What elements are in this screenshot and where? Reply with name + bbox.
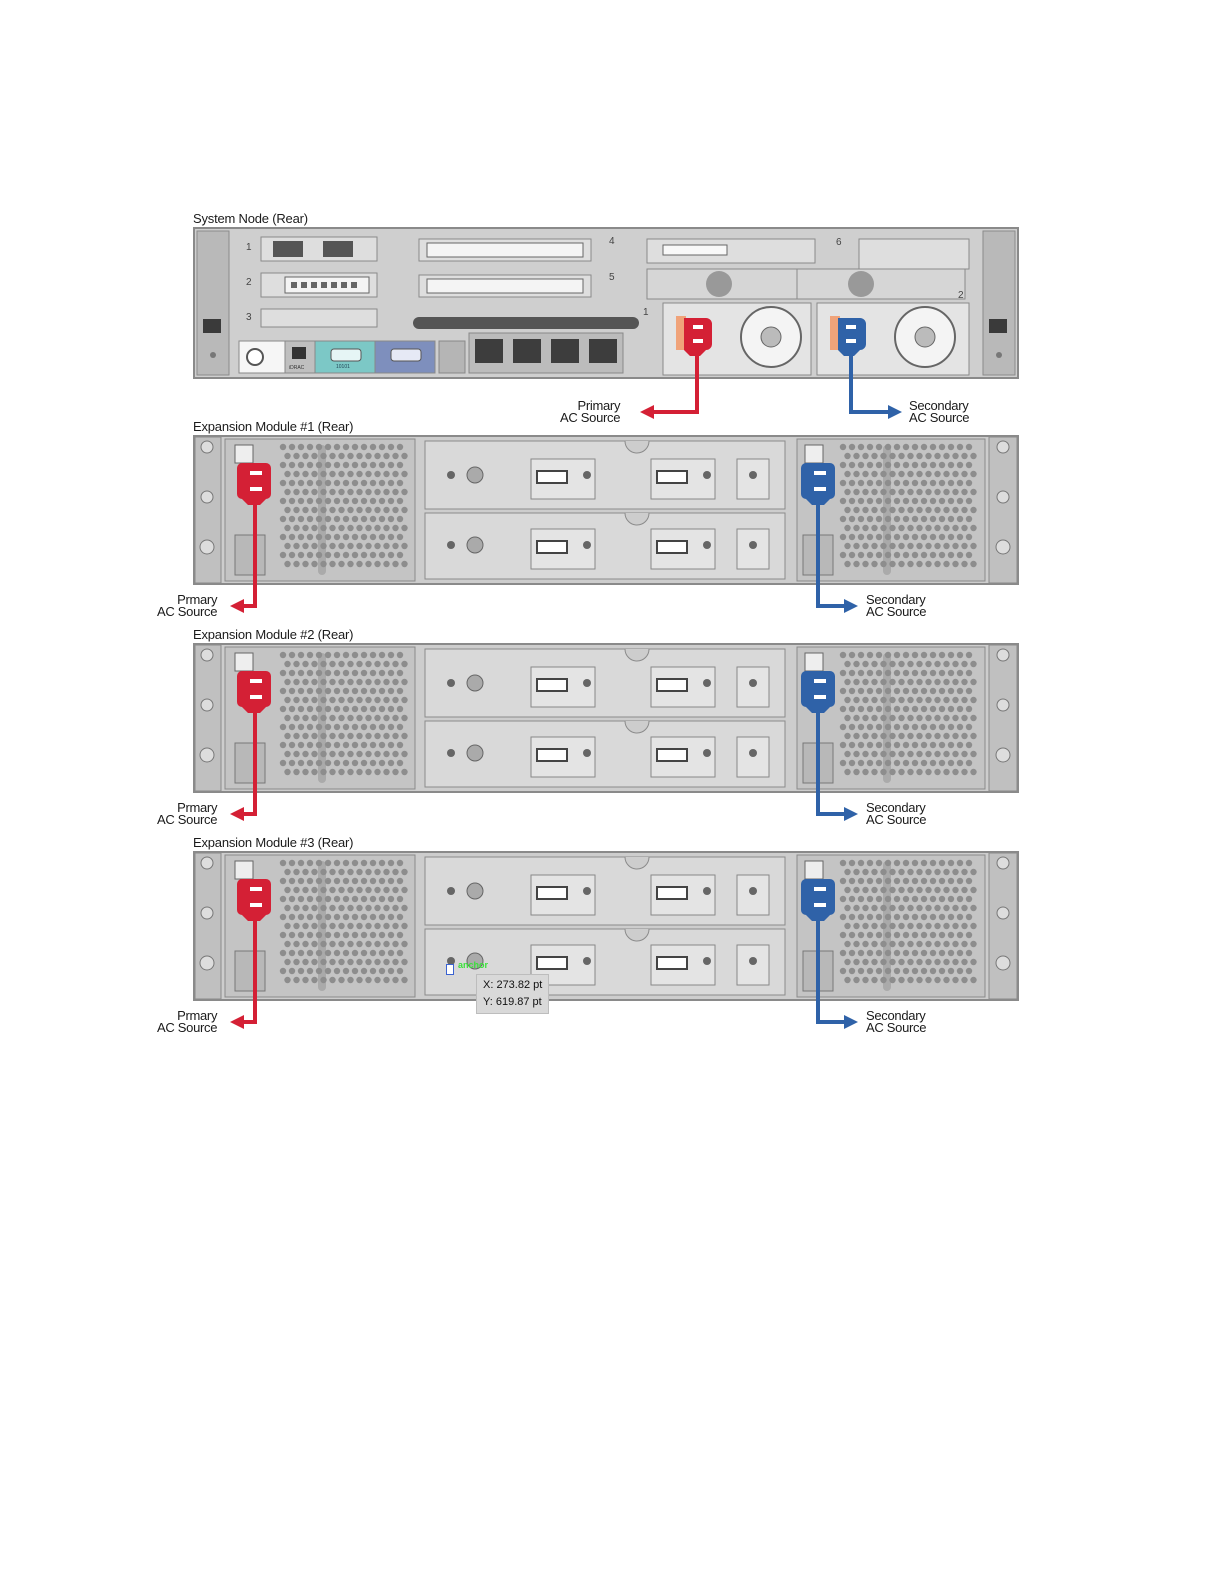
secondary-power-cable [801, 671, 858, 821]
slot-number: 5 [609, 272, 615, 283]
cursor-icon [446, 964, 454, 975]
ac-label-line: Secondary [866, 592, 926, 607]
ac-label-line: Secondary [866, 800, 926, 815]
ac-label-line: AC Source [157, 1020, 218, 1035]
ac-label-line: Secondary [866, 1008, 926, 1023]
system-node-chassis [193, 227, 1019, 379]
primary-power-cable [230, 463, 271, 613]
ac-label-line: AC Source [157, 604, 218, 619]
tooltip-x: X: 273.82 pt [483, 979, 543, 991]
tooltip-y: Y: 619.87 pt [483, 996, 542, 1008]
ac-label-line: AC Source [866, 812, 927, 827]
idrac-port-label: iDRAC [289, 365, 305, 371]
ac-label-line: AC Source [157, 812, 218, 827]
primary-power-cable [640, 316, 712, 419]
section-title: Expansion Module #1 (Rear) [193, 419, 354, 434]
secondary-power-cable [801, 879, 858, 1029]
section-title: System Node (Rear) [193, 211, 308, 226]
expansion-module-chassis [193, 435, 1019, 585]
ac-label-line: Prmary [177, 592, 218, 607]
coordinate-tooltip: X: 273.82 pt Y: 619.87 pt [476, 974, 550, 1014]
ac-label-line: Secondary [909, 398, 969, 413]
ac-label-line: Prmary [177, 1008, 218, 1023]
ac-label-line: AC Source [909, 410, 970, 425]
slot-number: 6 [836, 237, 842, 248]
ac-label-line: AC Source [866, 604, 927, 619]
ac-label-line: Primary [577, 398, 621, 413]
primary-power-cable [230, 671, 271, 821]
secondary-power-cable [801, 463, 858, 613]
section-title: Expansion Module #2 (Rear) [193, 627, 354, 642]
slot-number: 2 [958, 290, 964, 301]
slot-number: 1 [643, 307, 649, 318]
slot-number: 2 [246, 277, 252, 288]
secondary-ac-label: Secondary AC Source [909, 398, 970, 425]
secondary-power-cable [830, 316, 902, 419]
slot-number: 3 [246, 312, 252, 323]
ac-label-line: AC Source [560, 410, 621, 425]
slot-number: 4 [609, 236, 615, 247]
primary-ac-label: Primary AC Source [560, 398, 621, 425]
snap-label: anchor [458, 960, 489, 970]
expansion-module-chassis [193, 851, 1019, 1001]
slot-number: 1 [246, 242, 252, 253]
serial-port-label: 10101 [336, 364, 350, 370]
primary-power-cable [230, 879, 271, 1029]
ac-label-line: AC Source [866, 1020, 927, 1035]
section-title: Expansion Module #3 (Rear) [193, 835, 354, 850]
expansion-module-chassis [193, 643, 1019, 793]
ac-label-line: Prmary [177, 800, 218, 815]
